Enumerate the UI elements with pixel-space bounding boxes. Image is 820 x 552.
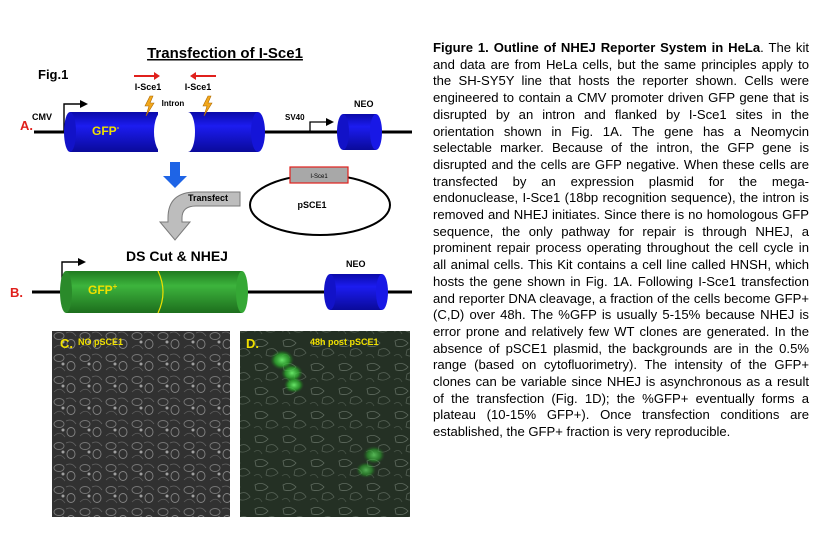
figure-panel: Transfection of I-Sce1 Fig.1 A. CMV GFP-…	[10, 45, 412, 517]
caption-line: Fig. 1A. The gene has a Neomycin selecta…	[433, 123, 809, 156]
micrograph-c-shade	[52, 331, 230, 517]
neo-gene-a-cap-left	[337, 114, 349, 150]
repair-junction-line	[157, 270, 164, 314]
caption-line: and flanked by I-Sce1 sites in the orien…	[433, 106, 809, 139]
cmv-promoter-arrowhead	[80, 100, 88, 108]
gfp-minus-exon-2	[188, 112, 258, 152]
caption-line: GFP+ (C,D) over 48h. The %GFP is usually…	[433, 290, 810, 323]
caption-line: The kit and data are from HeLa cells, bu…	[433, 40, 810, 72]
transfect-curved-arrow	[158, 191, 241, 241]
neo-gene-b-cap-left	[324, 274, 336, 310]
caption-line: can be variable since NHEJ is asynchrono…	[475, 374, 809, 390]
intron-label: Intron	[162, 99, 185, 108]
neo-gene-a-cap-right	[370, 114, 382, 150]
lightning-bolt-icon-2	[202, 95, 213, 117]
gfp-positive-clone-2	[281, 364, 303, 382]
gfp-plus-label: GFP+	[88, 282, 118, 297]
caption-line: plasmid, the backgrounds are in the 0.5%…	[433, 340, 809, 373]
gfp-positive-clone-3	[284, 377, 304, 393]
caption-line: reporter shown. Cells were engineered to…	[433, 73, 809, 106]
caption-line: is through NHEJ, a prominent repair proc…	[433, 223, 809, 256]
gfp-plus-gene-cap-right	[236, 271, 248, 313]
micrograph-d-tint	[240, 331, 410, 517]
caption-line: reporter DNA cleavage, a fraction of the…	[458, 290, 775, 306]
caption-line: intron is removed and NHEJ initiates. Si…	[433, 190, 809, 223]
caption-line: conditions are established, the GFP+ fra…	[433, 407, 809, 440]
panel-d-letter: D.	[246, 336, 259, 351]
gfp-minus-exon-1	[70, 112, 158, 152]
micrograph-c	[52, 331, 230, 517]
panel-a-letter: A.	[20, 118, 33, 133]
sv40-promoter-arrowhead	[326, 118, 334, 126]
gfp-positive-clone-4	[363, 446, 385, 464]
neo-label-a: NEO	[354, 99, 374, 109]
caption-line: throughout the cell cycle in all animal …	[433, 240, 809, 273]
gfp-minus-exon-1-cap	[64, 112, 76, 152]
caption-line: principles apply to the SH-SY5Y line tha…	[433, 56, 809, 89]
neo-gene-b-cap-right	[376, 274, 388, 310]
caption-line: reproducible.	[654, 424, 731, 440]
panel-b-heading: DS Cut & NHEJ	[126, 248, 228, 264]
caption-line: of the transfection (Fig. 1D); the %GFP+…	[433, 390, 762, 406]
transfect-label: Transfect	[188, 193, 228, 203]
panel-b-letter: B.	[10, 285, 23, 300]
psce1-insert	[289, 166, 349, 184]
caption-line: transfected by an expression plasmid for…	[433, 173, 809, 189]
figure-title: Transfection of I-Sce1	[147, 45, 303, 62]
caption-line: on cytofluorimetry). The intensity of th…	[433, 357, 809, 390]
panel-c-label: NO pSCE1	[78, 337, 123, 347]
gfp-plus-gene	[66, 271, 242, 313]
lightning-bolt-icon-1	[144, 95, 155, 117]
caption-body: The kit and data are from HeLa cells, bu…	[433, 40, 809, 439]
psce1-label: pSCE1	[297, 200, 326, 210]
neo-label-b: NEO	[346, 259, 366, 269]
gfp-minus-label: GFP-	[92, 123, 120, 138]
gfp-positive-clone-5	[356, 462, 376, 478]
caption-line: Because of the intron, the GFP gene is d…	[433, 140, 809, 172]
gfp-minus-exon-2-cap-right	[251, 112, 265, 152]
cmv-promoter-arrowhead-b	[78, 258, 86, 266]
panel-c-letter: C.	[60, 336, 73, 351]
caption-line: because NHEJ is error prone and relative…	[433, 307, 809, 339]
gfp-plus-gene-cap-left	[60, 271, 72, 313]
figure-caption: Figure 1. Outline of NHEJ Reporter Syste…	[433, 40, 809, 441]
caption-heading: Figure 1. Outline of NHEJ Reporter Syste…	[433, 40, 761, 55]
psce1-insert-label: I-Sce1	[310, 174, 328, 180]
sv40-promoter-arrow	[309, 121, 326, 132]
isce1-site-label-1: I-Sce1	[135, 82, 162, 92]
isce1-arrowhead-left	[190, 72, 196, 80]
caption-line: contains a cell line called HNSH, which …	[433, 257, 809, 289]
caption-heading-period: .	[760, 40, 764, 55]
caption-line: homologous GFP sequence, the only pathwa…	[433, 207, 809, 239]
sv40-label: SV40	[285, 113, 305, 122]
caption-line: clones are generated. In the absence of …	[433, 323, 809, 356]
panel-d-label: 48h post pSCE1	[310, 337, 379, 347]
caption-line: shown in Fig. 1A. Following I-Sce1 trans…	[433, 273, 809, 306]
isce1-site-label-2: I-Sce1	[185, 82, 212, 92]
neo-gene-b	[330, 274, 382, 310]
isce1-arrowhead-right	[154, 72, 160, 80]
cmv-label: CMV	[32, 112, 52, 122]
caption-line: the cells are GFP negative. When these c…	[517, 156, 809, 172]
caption-line: endonuclease, I-Sce1 (18bp recognition s…	[433, 190, 763, 206]
caption-line: promoter driven GFP gene that is disrupt…	[433, 90, 809, 122]
gfp-minus-exon-2-cap-left	[181, 112, 195, 152]
fig-label: Fig.1	[38, 67, 68, 82]
micrograph-d	[240, 331, 410, 517]
cmv-promoter-arrow	[63, 103, 80, 132]
caption-line: forms a plateau (10-15% GFP+). Once tran…	[433, 390, 809, 423]
down-arrow-icon	[163, 162, 187, 188]
